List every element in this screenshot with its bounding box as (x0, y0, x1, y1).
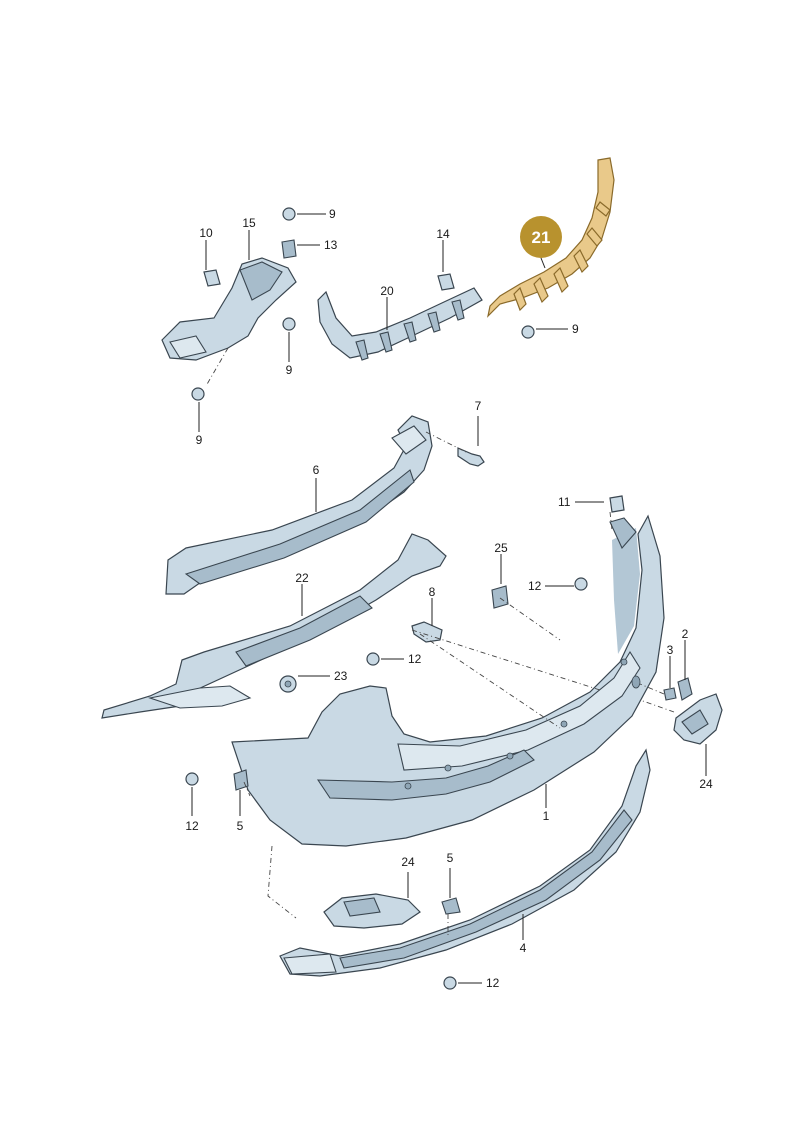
part-4-lower-spoiler[interactable] (279, 748, 651, 977)
callout-24-right: 24 (699, 777, 713, 791)
callout-9-top: 9 (329, 207, 336, 221)
callout-12-bottom: 12 (486, 976, 500, 990)
callout-3: 3 (667, 643, 674, 657)
part-13-clip[interactable] (281, 239, 297, 259)
callout-6: 6 (313, 463, 320, 477)
part-20-guide[interactable] (317, 287, 483, 361)
callout-10: 10 (199, 226, 213, 240)
callout-5-lower: 5 (447, 851, 454, 865)
assembly-lines (205, 347, 675, 936)
part-22-absorber[interactable] (101, 533, 447, 719)
part-24-reflector-right[interactable] (673, 693, 723, 745)
leader-21 (540, 257, 546, 269)
part-3-clip[interactable] (663, 687, 677, 701)
callout-4: 4 (520, 941, 527, 955)
callout-9-bottom: 9 (196, 433, 203, 447)
part-6-impact-bar[interactable] (165, 415, 433, 595)
callout-12-top: 12 (528, 579, 542, 593)
part-5-nut-left[interactable] (233, 769, 249, 791)
part-25-clip[interactable] (491, 585, 509, 609)
callout-12-mid: 12 (408, 652, 422, 666)
part-5-nut-lower[interactable] (441, 897, 461, 915)
callout-25: 25 (494, 541, 508, 555)
callout-1: 1 (543, 809, 550, 823)
part-2-cover-cap[interactable] (677, 677, 693, 701)
part-24-reflector-lower[interactable] (323, 893, 421, 929)
callout-12-left: 12 (185, 819, 199, 833)
callout-5-left: 5 (237, 819, 244, 833)
callout-15: 15 (242, 216, 256, 230)
fasteners-12[interactable] (185, 577, 588, 990)
part-10-bolt[interactable] (203, 269, 221, 287)
callout-labels: 9 10 15 13 14 20 9 9 9 7 6 11 25 22 12 8… (185, 207, 713, 990)
part-7-bolt[interactable] (457, 447, 485, 467)
callout-7: 7 (475, 399, 482, 413)
part-23-nut[interactable] (279, 675, 297, 693)
callout-9-mid: 9 (286, 363, 293, 377)
leader-lines (191, 213, 707, 984)
part-1-bumper-cover[interactable] (231, 514, 665, 847)
callout-23: 23 (334, 669, 348, 683)
callout-8: 8 (429, 585, 436, 599)
callout-2: 2 (682, 627, 689, 641)
callout-9-right: 9 (572, 322, 579, 336)
fasteners-9[interactable] (191, 207, 535, 401)
part-21-highlighted-guide[interactable] (487, 157, 615, 318)
badge-21[interactable]: 21 (520, 216, 562, 258)
part-11-nut[interactable] (609, 495, 625, 513)
callout-24-lower: 24 (401, 855, 415, 869)
callout-22: 22 (295, 571, 309, 585)
part-14-bolt[interactable] (437, 273, 455, 291)
callout-11: 11 (558, 495, 571, 509)
badge-21-text: 21 (532, 228, 551, 247)
callout-13: 13 (324, 238, 338, 252)
part-8-expansion-rivet[interactable] (411, 621, 443, 643)
callout-14: 14 (436, 227, 450, 241)
callout-20: 20 (380, 284, 394, 298)
part-15-bracket[interactable] (161, 257, 297, 361)
